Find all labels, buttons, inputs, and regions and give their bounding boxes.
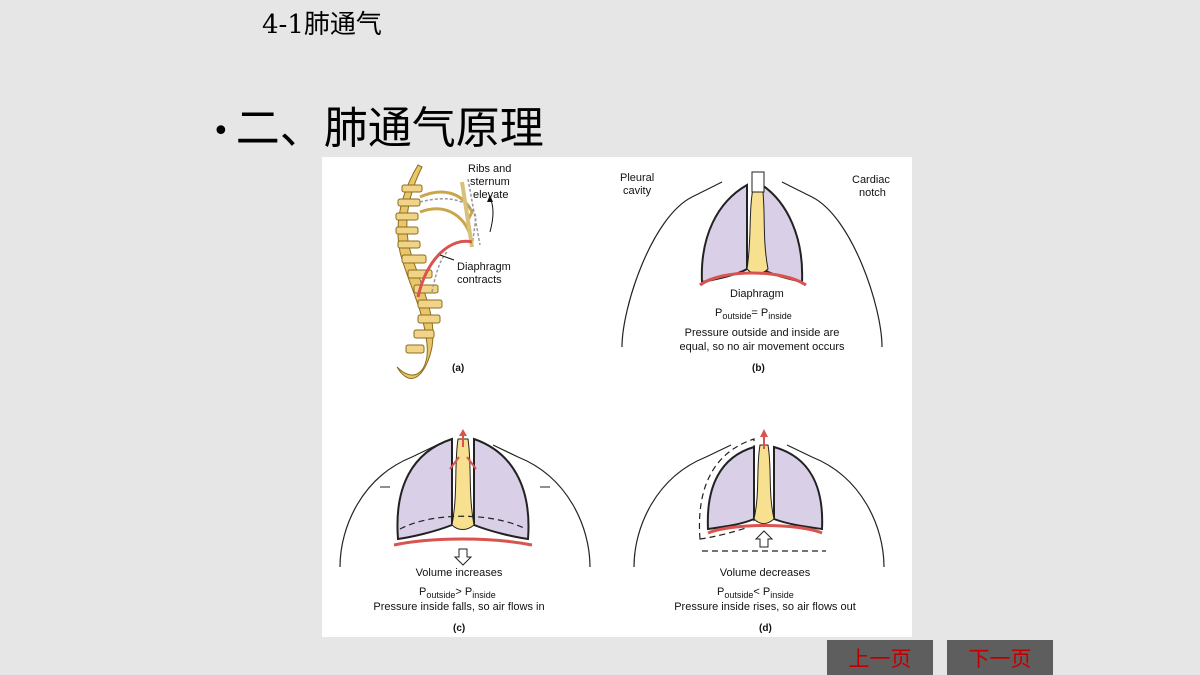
diaphragm-label-line1: Diaphragm <box>457 261 511 273</box>
volume-d: Volume decreases <box>720 567 811 579</box>
pressure-equation-c: Poutside> Pinside <box>419 586 496 600</box>
desc-c: Pressure inside falls, so air flows in <box>373 601 544 613</box>
desc-d: Pressure inside rises, so air flows out <box>674 601 856 613</box>
torso-lungs-b <box>621 171 883 348</box>
torso-lungs-c <box>339 429 591 568</box>
cardiac-label-line2: notch <box>859 187 886 199</box>
panel-a: Ribs and sternum elevate Diaphragm contr… <box>395 163 511 379</box>
next-page-button[interactable]: 下一页 <box>947 640 1053 675</box>
breathing-mechanics-figure: Ribs and sternum elevate Diaphragm contr… <box>322 157 912 637</box>
bullet-dot: • <box>212 113 230 149</box>
panel-b-caption: (b) <box>752 363 765 374</box>
pressure-equation-d: Poutside< Pinside <box>717 586 794 600</box>
diaphragm-label-b: Diaphragm <box>730 288 784 300</box>
ribs-label-line1: Ribs and <box>468 163 511 175</box>
torso-lungs-d <box>633 429 885 568</box>
panel-c: Volume increases Poutside> Pinside Press… <box>339 429 591 634</box>
desc-b-line2: equal, so no air movement occurs <box>679 341 845 353</box>
section-title: 4-1肺通气 <box>262 10 382 40</box>
diaphragm-label-line2: contracts <box>457 274 502 286</box>
pressure-equation-b: Poutside= Pinside <box>715 307 792 321</box>
volume-c: Volume increases <box>416 567 503 579</box>
panel-d-caption: (d) <box>759 623 772 634</box>
pleural-label-line2: cavity <box>623 185 652 197</box>
pleural-label-line1: Pleural <box>620 172 654 184</box>
ribs-label-line3: elevate <box>473 189 508 201</box>
ribs-label-line2: sternum <box>470 176 510 188</box>
panel-c-caption: (c) <box>453 623 465 634</box>
prev-page-button[interactable]: 上一页 <box>827 640 933 675</box>
panel-d: Volume decreases Poutside< Pinside Press… <box>633 429 885 634</box>
bullet-heading-text: 二、肺通气原理 <box>235 103 544 154</box>
cardiac-label-line1: Cardiac <box>852 174 890 186</box>
panel-a-caption: (a) <box>452 363 464 374</box>
bullet-heading: •二、肺通气原理 <box>212 92 544 156</box>
panel-b: Pleural cavity Cardiac notch Diaphragm P… <box>620 171 890 374</box>
spine-illustration <box>395 164 494 379</box>
desc-b-line1: Pressure outside and inside are <box>685 327 840 339</box>
